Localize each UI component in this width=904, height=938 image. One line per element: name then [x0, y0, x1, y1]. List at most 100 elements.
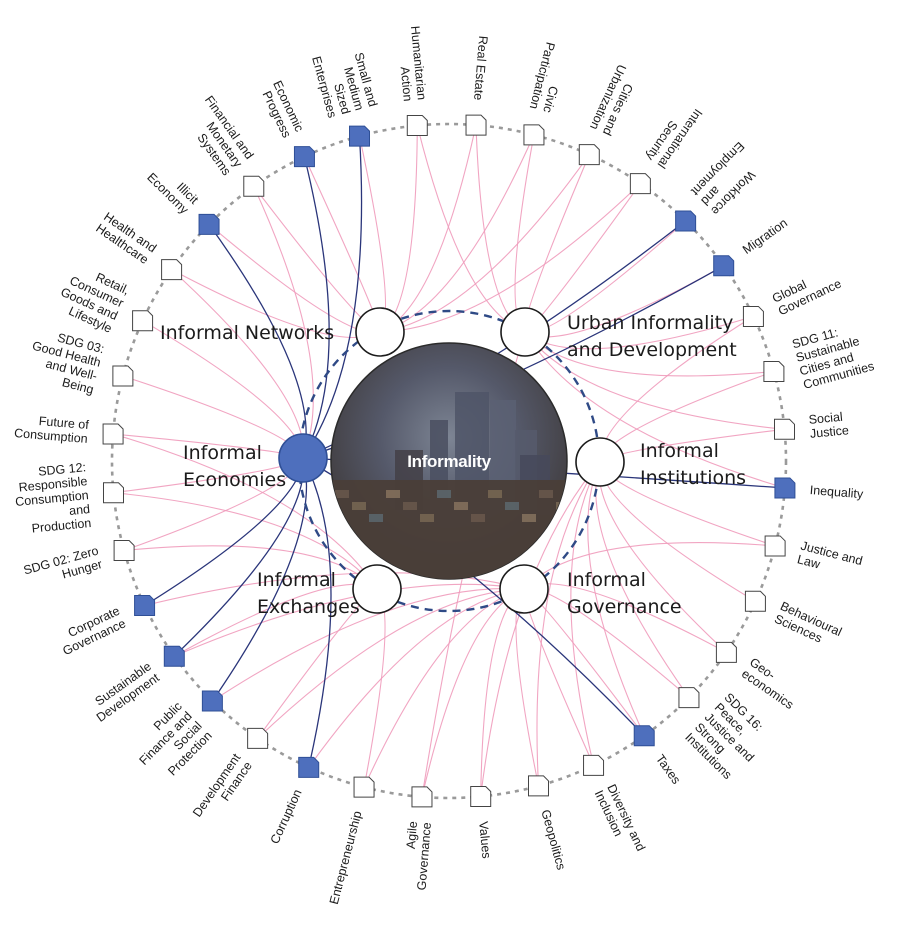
link-geopolitics-to-governance — [515, 588, 540, 787]
topic-node-future-of-consumption[interactable] — [102, 423, 124, 445]
rooftop-patch — [454, 502, 468, 510]
topic-node-corporate-governance[interactable] — [134, 595, 156, 617]
topic-node-justice-and-law[interactable] — [764, 535, 786, 557]
topic-label-financial-and-monetary-systems: Financial andMonetarySystems — [179, 93, 257, 179]
topic-node-sdg-16-peace-justice-and-strong-institutions[interactable] — [678, 687, 700, 709]
rooftop-patch — [471, 514, 485, 522]
cluster-node-institutions[interactable] — [575, 437, 625, 487]
topic-node-sdg-11-sustainable-cities-and-communities[interactable] — [763, 361, 785, 383]
cluster-label-line: Economies — [183, 469, 286, 491]
topic-node-sdg-03-good-health-and-well-being[interactable] — [112, 365, 134, 387]
cluster-label-line: Institutions — [640, 467, 746, 489]
rooftop-patch — [403, 502, 417, 510]
link-cities-and-urbanization-to-urban — [524, 154, 590, 333]
topic-node-corruption[interactable] — [298, 756, 320, 778]
topic-label-civic-participation: CivicParticipation — [527, 41, 571, 115]
center-layer: Informality — [297, 309, 601, 613]
cluster-node-governance[interactable] — [499, 564, 549, 614]
link-justice-and-law-to-governance — [523, 542, 776, 590]
cluster-label-line: Informal Networks — [160, 322, 334, 344]
cluster-node-economies[interactable] — [278, 433, 328, 483]
topic-node-illicit-economy[interactable] — [198, 213, 220, 235]
topic-node-sdg-12-responsible-consumption-and-production[interactable] — [102, 482, 124, 504]
link-inequality-to-urban — [524, 331, 786, 489]
topic-label-humanitarian-action: HumanitarianAction — [394, 25, 429, 102]
topic-label-development-finance: DevelopmentFinance — [190, 751, 255, 828]
link-international-security-to-urban — [524, 183, 641, 333]
link-illicit-economy-to-networks — [208, 223, 381, 334]
cluster-label-line: Informal — [640, 440, 719, 462]
topic-label-line: SDG 12: — [38, 460, 87, 478]
topic-node-humanitarian-action[interactable] — [406, 114, 428, 136]
topic-label-line: Corruption — [268, 787, 305, 846]
link-sdg-02-zero-hunger-to-exchanges — [124, 545, 378, 590]
topic-node-inequality[interactable] — [774, 477, 796, 499]
topic-label-illicit-economy: IllicitEconomy — [144, 160, 201, 217]
cluster-label-line: Informal — [567, 569, 646, 591]
cluster-node-urban[interactable] — [500, 307, 550, 357]
link-social-justice-to-urban — [524, 331, 785, 430]
topic-node-social-justice[interactable] — [774, 418, 796, 440]
topic-node-retail-consumer-goods-and-lifestyle[interactable] — [132, 310, 154, 332]
rooftop-patch — [420, 514, 434, 522]
topic-label-sdg-03-good-health-and-well-being: SDG 03:Good Healthand Well-Being — [24, 325, 106, 397]
topic-node-international-security[interactable] — [629, 173, 651, 195]
topic-label-migration: Migration — [740, 216, 790, 257]
rooftop-patch — [386, 490, 400, 498]
topic-label-sdg-02-zero-hunger: SDG 02: ZeroHunger — [22, 544, 104, 591]
cluster-label-line: and Development — [567, 339, 737, 361]
topic-node-agile-governance[interactable] — [411, 786, 433, 808]
cluster-node-exchanges[interactable] — [352, 564, 402, 614]
topic-node-sdg-02-zero-hunger[interactable] — [113, 539, 135, 561]
topic-label-line: Civic — [540, 84, 560, 114]
topic-node-diversity-and-inclusion[interactable] — [583, 754, 605, 776]
topic-label-line: Law — [796, 552, 823, 572]
topic-node-civic-participation[interactable] — [523, 124, 545, 146]
topic-node-cities-and-urbanization[interactable] — [578, 144, 600, 166]
rooftop-patch — [437, 490, 451, 498]
link-agile-governance-to-governance — [421, 588, 525, 798]
topic-label-geo-economics: Geo-economics — [739, 655, 804, 712]
topic-node-real-estate[interactable] — [465, 114, 487, 136]
topic-node-workforce-and-employment[interactable] — [675, 210, 697, 232]
topic-label-line: Justice — [809, 423, 849, 441]
topic-node-health-and-healthcare[interactable] — [161, 259, 183, 281]
topic-node-values[interactable] — [470, 786, 492, 808]
topic-label-line: and — [68, 502, 90, 518]
topic-label-public-finance-and-social-protection: PublicFinance andSocialProtection — [127, 699, 215, 787]
topic-label-sustainable-development: SustainableDevelopment — [86, 659, 163, 725]
topic-node-sustainable-development[interactable] — [163, 645, 185, 667]
topic-label-corruption: Corruption — [268, 787, 305, 846]
topic-node-public-finance-and-social-protection[interactable] — [201, 690, 223, 712]
link-small-and-medium-sized-enterprises-to-networks — [358, 135, 387, 333]
topic-label-inequality: Inequality — [809, 483, 864, 501]
outer-ring-layer — [110, 122, 788, 800]
cluster-label-networks: Informal Networks — [160, 322, 334, 344]
topic-label-diversity-and-inclusion: Diversity andInclusion — [592, 782, 648, 859]
topic-label-line: Consumption — [14, 426, 89, 446]
topic-node-entrepreneurship[interactable] — [353, 776, 375, 798]
topic-node-geo-economics[interactable] — [715, 641, 737, 663]
topic-label-health-and-healthcare: Health andHealthcare — [93, 210, 159, 267]
topic-node-small-and-medium-sized-enterprises[interactable] — [349, 125, 371, 147]
topic-node-geopolitics[interactable] — [527, 775, 549, 797]
link-international-security-to-networks — [379, 183, 641, 333]
cluster-node-networks[interactable] — [355, 307, 405, 357]
link-development-finance-to-governance — [257, 588, 525, 739]
topic-label-justice-and-law: Justice andLaw — [796, 539, 864, 582]
topic-node-behavioural-sciences[interactable] — [744, 590, 766, 612]
topic-label-line: Action — [398, 66, 415, 102]
topic-node-financial-and-monetary-systems[interactable] — [243, 175, 265, 197]
topic-node-development-finance[interactable] — [247, 727, 269, 749]
topic-node-taxes[interactable] — [633, 725, 655, 747]
topic-node-global-governance[interactable] — [742, 305, 764, 327]
topic-node-migration[interactable] — [713, 255, 735, 277]
rooftop-patch — [522, 514, 536, 522]
topic-node-economic-progress[interactable] — [293, 146, 315, 168]
